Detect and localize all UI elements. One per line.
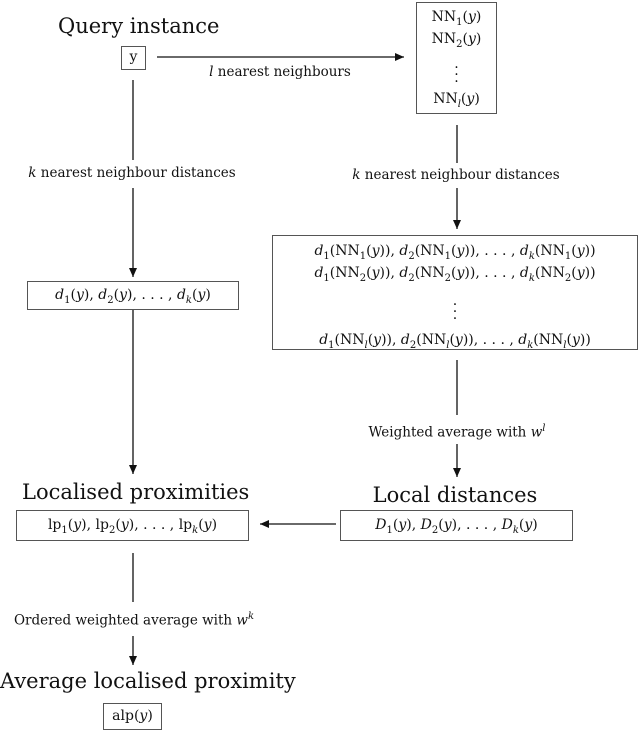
query-box: y (121, 46, 146, 70)
label-k-nn-distances-left: k nearest neighbour distances (16, 165, 248, 181)
vertical-dots-icon: ... (452, 292, 458, 323)
label-k-nn-distances-right: k nearest neighbour distances (340, 167, 572, 183)
label-l-nearest-neighbours: l nearest neighbours (200, 64, 360, 80)
title-local-distances: Local distances (372, 483, 538, 507)
nn-item-1: NN1(y) (431, 9, 482, 28)
alp-box: alp(y) (103, 703, 162, 730)
label-weighted-average: Weighted average with wl (352, 423, 562, 441)
matrix-row-2: d1(NN2(y)), d2(NN2(y)), . . . , dk(NN2(y… (314, 264, 596, 284)
nn-distance-matrix-box: d1(NN1(y)), d2(NN1(y)), . . . , dk(NN1(y… (272, 235, 638, 350)
matrix-row-1: d1(NN1(y)), d2(NN1(y)), . . . , dk(NN1(y… (314, 243, 596, 262)
nn-item-2: NN2(y) (431, 30, 482, 50)
left-distances-box: d1(y), d2(y), . . . , dk(y) (27, 281, 239, 310)
label-ordered-weighted-average: Ordered weighted average with wk (0, 611, 268, 629)
query-y: y (129, 49, 138, 65)
title-average-localised-proximity: Average localised proximity (0, 669, 296, 693)
local-distances-box: D1(y), D2(y), . . . , Dk(y) (340, 510, 573, 541)
localised-proximities-box: lp1(y), lp2(y), . . . , lpk(y) (16, 510, 249, 541)
title-localised-proximities: Localised proximities (22, 480, 250, 504)
nn-item-l: NNl(y) (433, 90, 480, 110)
title-query-instance: Query instance (58, 14, 220, 38)
vertical-dots-icon: ... (454, 55, 459, 86)
matrix-row-l: d1(NNl(y)), d2(NNl(y)), . . . , dk(NNl(y… (319, 331, 591, 351)
nn-list-box: NN1(y) NN2(y) ... NNl(y) (416, 2, 497, 114)
